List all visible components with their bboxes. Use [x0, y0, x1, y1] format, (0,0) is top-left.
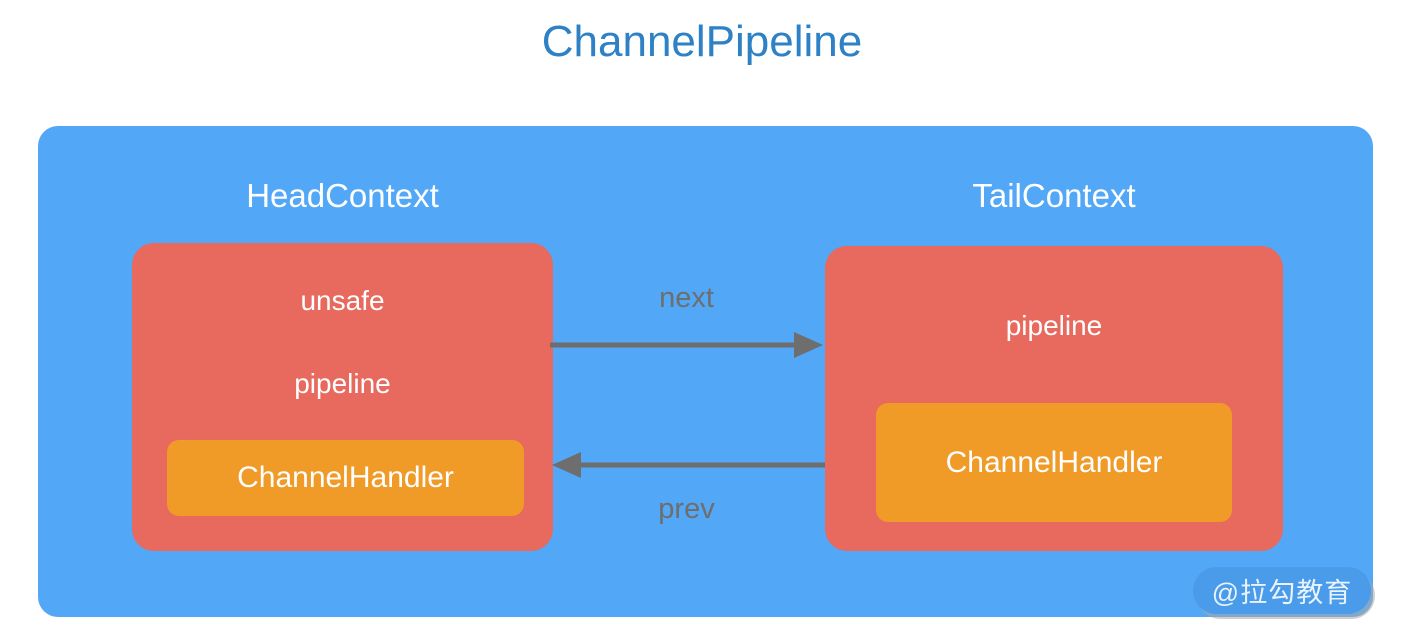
tail-context-box[interactable]: pipeline ChannelHandler	[825, 246, 1283, 551]
tail-context-field-pipeline: pipeline	[1005, 310, 1103, 341]
head-context-channel-handler[interactable]: ChannelHandler	[167, 440, 524, 516]
head-context-label: HeadContext	[246, 177, 439, 214]
head-context-field-unsafe: unsafe	[300, 285, 385, 316]
tail-context-label: TailContext	[972, 177, 1136, 214]
head-context-field-pipeline: pipeline	[294, 368, 391, 399]
tail-context-channel-handler[interactable]: ChannelHandler	[876, 403, 1232, 522]
watermark-badge: @拉勾教育	[1193, 567, 1371, 614]
head-context-box[interactable]: unsafe pipeline ChannelHandler	[132, 243, 553, 551]
next-arrow-label: next	[659, 282, 714, 314]
prev-arrow-icon	[552, 452, 825, 478]
next-arrow-icon	[550, 332, 823, 358]
prev-arrow-label: prev	[658, 493, 715, 525]
page-title: ChannelPipeline	[541, 17, 863, 66]
